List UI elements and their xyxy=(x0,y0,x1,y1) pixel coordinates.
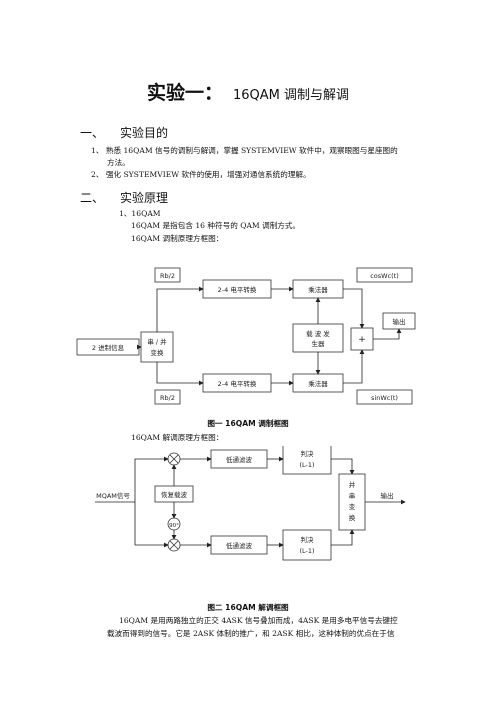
sp-label-2: 变换 xyxy=(151,348,165,357)
demod-output-label: 输出 xyxy=(381,491,394,500)
carrier-label-2: 生器 xyxy=(312,339,326,348)
objective-item-2-num: 2、 xyxy=(91,170,104,179)
recover-label: 恢复载波 xyxy=(161,490,188,499)
section-2-heading: 二、 实验原理 xyxy=(80,189,168,206)
deg-label: 90° xyxy=(169,523,179,529)
sin-label: sinWc(t) xyxy=(371,394,398,402)
cos-box xyxy=(356,267,413,283)
para-line-2: 载波而得到的信号。它是 2ASK 体制的推广，和 2ASK 相比，这种体制的优点… xyxy=(107,629,395,638)
section-1-number: 一、 xyxy=(80,126,105,140)
input-label: 2 进制信息 xyxy=(92,343,125,352)
dec-bottom-label-1: 判决 xyxy=(301,535,315,544)
demodulation-diagram: MQAM信号 恢复载波 90° 低通滤波 低通滤波 判决 (L-1) 判决 (L… xyxy=(95,446,406,561)
rb-bottom-box xyxy=(154,389,181,405)
section-2-title: 实验原理 xyxy=(120,191,169,205)
section-1-title: 实验目的 xyxy=(120,126,169,140)
mqam-input-label: MQAM信号 xyxy=(96,491,130,500)
carrier-label-1: 载 波 发 xyxy=(306,329,330,338)
figure-1-caption: 图一 16QAM 调制框图 xyxy=(207,419,289,428)
rb-top-label: Rb/2 xyxy=(160,272,175,280)
objective-item-1-cont: 方法。 xyxy=(107,158,130,167)
ps-label-3: 变 xyxy=(349,502,356,511)
para-line-1: 16QAM 是用两路独立的正交 4ASK 信号叠加而成，4ASK 是用多电平信号… xyxy=(119,616,398,625)
title-main: 实验一： xyxy=(146,82,223,104)
dec-top-label-1: 判决 xyxy=(301,449,315,458)
section-2-number: 二、 xyxy=(80,191,105,205)
objective-item-2: 2、 强化 SYSTEMVIEW 软件的使用，增强对通信系统的理解。 xyxy=(91,169,311,181)
mult-top-label: 乘法器 xyxy=(308,285,328,294)
desc-demod-diagram: 16QAM 解调原理方框图： xyxy=(131,433,224,442)
ps-label-2: 串 xyxy=(349,492,356,500)
output-label: 输出 xyxy=(393,317,406,326)
lpf-top-label: 低通滤波 xyxy=(226,455,253,464)
dec-top-label-2: (L-1) xyxy=(299,461,314,469)
modulation-diagram: Rb/2 2-4 电平转换 乘法器 cosWc(t) 载 波 发 生器 + 输出… xyxy=(76,267,416,405)
dec-bottom-box xyxy=(282,529,332,561)
level-top-label: 2-4 电平转换 xyxy=(218,285,257,294)
section-1-heading: 一、 实验目的 xyxy=(80,124,168,141)
sin-box xyxy=(356,389,413,405)
sp-box xyxy=(140,331,174,363)
lpf-bottom-label: 低通滤波 xyxy=(226,541,253,550)
adder-label: + xyxy=(358,335,366,345)
figure-2-caption: 图二 16QAM 解调框图 xyxy=(207,603,289,612)
page-title: 实验一： 16QAM 调制与解调 xyxy=(0,78,496,105)
objective-item-1: 1、 熟悉 16QAM 信号的调制与解调，掌握 SYSTEMVIEW 软件中，观… xyxy=(91,145,398,157)
title-sub: 16QAM 调制与解调 xyxy=(232,88,350,103)
objective-item-2-line1: 强化 SYSTEMVIEW 软件的使用，增强对通信系统的理解。 xyxy=(105,170,311,179)
rb-top-box xyxy=(154,267,181,283)
cos-label: cosWc(t) xyxy=(370,272,399,280)
objective-item-1-line1: 熟悉 16QAM 信号的调制与解调，掌握 SYSTEMVIEW 软件中，观察眼图… xyxy=(105,146,398,155)
desc-16qam: 16QAM 是指包含 16 种符号的 QAM 调制方式。 xyxy=(131,221,301,230)
sp-label-1: 串 / 并 xyxy=(147,337,167,346)
desc-mod-diagram: 16QAM 调制原理方框图： xyxy=(131,234,224,243)
level-bottom-label: 2-4 电平转换 xyxy=(218,379,257,388)
rb-bottom-label: Rb/2 xyxy=(160,394,175,402)
ps-label-1: 并 xyxy=(349,480,356,489)
objective-item-1-num: 1、 xyxy=(91,146,104,155)
subsection-16qam: 1、16QAM xyxy=(119,209,161,218)
dec-bottom-label-2: (L-1) xyxy=(299,547,314,555)
ps-label-4: 换 xyxy=(349,513,356,522)
mult-bottom-label: 乘法器 xyxy=(308,379,328,388)
